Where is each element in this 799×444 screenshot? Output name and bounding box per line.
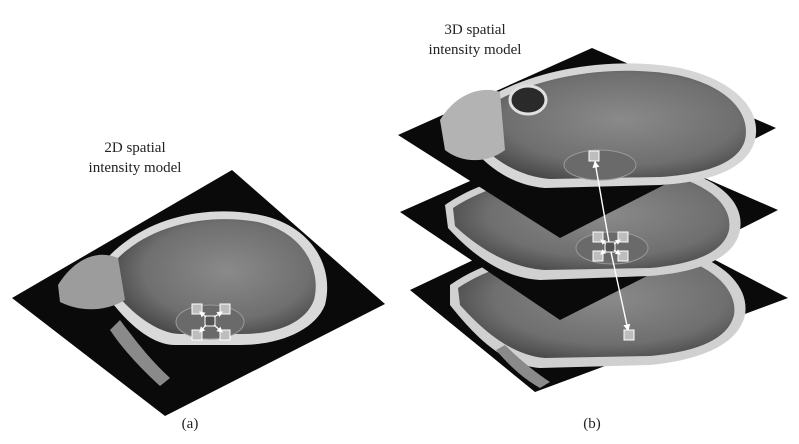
panel-b-title-line2: intensity model bbox=[428, 42, 522, 58]
neighbor-arrow bbox=[199, 324, 207, 333]
center-voxel bbox=[204, 315, 216, 327]
slice-b1-face bbox=[440, 89, 505, 161]
slice-b1-cerebellum bbox=[563, 149, 637, 181]
panel-a-slice bbox=[12, 170, 385, 416]
neighbor-voxel bbox=[219, 329, 231, 341]
neighbor-voxel bbox=[191, 303, 203, 315]
panel-a-voxel-neighborhood bbox=[191, 303, 231, 341]
slice-a-spine bbox=[110, 320, 170, 386]
panel-b-title: 3D spatial intensity model bbox=[400, 20, 550, 60]
neighbor-arrow bbox=[600, 249, 607, 255]
neighbor-voxel bbox=[617, 231, 629, 243]
panel-a-title: 2D spatial intensity model bbox=[60, 138, 210, 178]
slice-a-brain bbox=[118, 219, 316, 334]
panel-b-slice-top bbox=[398, 48, 776, 238]
slice-b3-spine bbox=[496, 345, 550, 388]
voxel-above bbox=[588, 150, 600, 162]
neighbor-arrow bbox=[613, 239, 621, 245]
neighbor-arrow bbox=[213, 311, 224, 318]
neighbor-voxel bbox=[592, 250, 604, 262]
panel-b-title-line1: 3D spatial bbox=[444, 22, 506, 38]
neighbor-arrow bbox=[600, 239, 607, 245]
neighbor-voxel bbox=[592, 231, 604, 243]
panel-b-voxel-neighborhood bbox=[588, 150, 635, 341]
panel-a-title-line1: 2D spatial bbox=[104, 140, 166, 156]
neighbor-voxel bbox=[617, 250, 629, 262]
neighbor-arrow bbox=[213, 324, 223, 333]
center-voxel bbox=[604, 241, 616, 253]
neighbor-voxel bbox=[191, 329, 203, 341]
panel-a-caption: (a) bbox=[181, 416, 199, 432]
slice-a-face bbox=[58, 254, 125, 310]
panel-a-title-line2: intensity model bbox=[88, 160, 182, 176]
neighbor-arrow bbox=[199, 311, 207, 318]
voxel-below bbox=[623, 329, 635, 341]
interslice-arrow-up bbox=[592, 160, 610, 243]
neighbor-arrow bbox=[613, 249, 621, 255]
interslice-arrow-down bbox=[610, 251, 631, 332]
slice-b1-eye bbox=[508, 84, 548, 116]
neighbor-voxel bbox=[219, 303, 231, 315]
panel-b-caption: (b) bbox=[583, 416, 601, 432]
